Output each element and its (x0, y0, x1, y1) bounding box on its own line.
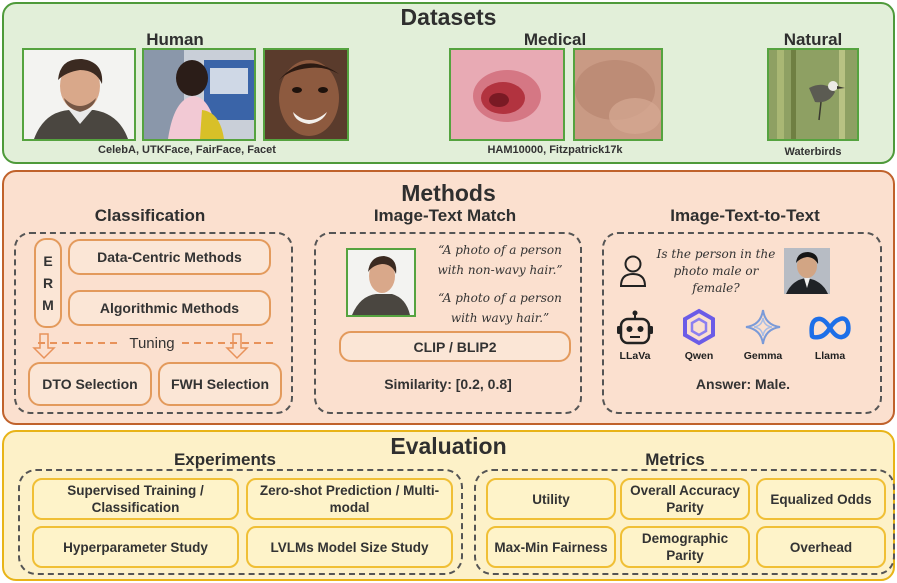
utkface-image (142, 48, 256, 141)
experiments-title: Experiments (173, 450, 277, 469)
user-icon (619, 255, 647, 287)
ham10000-image (449, 48, 565, 141)
metric-equalized-odds: Equalized Odds (756, 478, 886, 520)
human-label: Human (146, 30, 204, 49)
methods-title: Methods (401, 180, 496, 206)
data-centric-methods-box: Data-Centric Methods (68, 239, 271, 275)
tuning-arrows (32, 333, 275, 360)
question-face-image (784, 248, 830, 294)
prompt-wavy: “A photo of a person with wavy hair.” (438, 291, 562, 325)
model-label-llava: LLaVa (619, 350, 651, 362)
experiment-lvlms-model-size-study: LVLMs Model Size Study (246, 526, 453, 568)
image-text-to-text-title: Image-Text-to-Text (670, 206, 820, 225)
erm-letter-e: E (43, 253, 53, 269)
image-text-to-text-panel (602, 232, 882, 414)
image-text-match-title: Image-Text Match (373, 206, 517, 225)
metric-max-min-fairness: Max-Min Fairness (486, 526, 616, 568)
model-label-gemma: Gemma (743, 350, 783, 362)
clip-blip2-box: CLIP / BLIP2 (339, 331, 571, 362)
celeba-face-image (22, 48, 136, 141)
classification-title: Classification (94, 206, 206, 225)
fwh-selection-box: FWH Selection (158, 362, 282, 406)
experiment-hyperparameter-study: Hyperparameter Study (32, 526, 239, 568)
image-text-match-panel (314, 232, 582, 414)
experiments-panel (18, 469, 463, 575)
natural-caption: Waterbirds (784, 146, 842, 158)
human-caption: CelebA, UTKFace, FairFace, Facet (98, 144, 276, 156)
experiment-supervised-training: Supervised Training / Classification (32, 478, 239, 520)
metric-utility: Utility (486, 478, 616, 520)
tuning-label: Tuning (129, 335, 175, 352)
model-label-llama: Llama (814, 350, 846, 362)
dto-selection-box: DTO Selection (28, 362, 152, 406)
medical-label: Medical (523, 30, 587, 49)
question-text: Is the person in the photo male or femal… (656, 247, 776, 295)
fairface-image (263, 48, 349, 141)
erm-letter-r: R (42, 275, 54, 291)
model-label-qwen: Qwen (684, 350, 714, 362)
prompt-non-wavy: “A photo of a person with non-wavy hair.… (437, 243, 563, 277)
answer-text: Answer: Male. (695, 376, 791, 392)
metric-overhead: Overhead (756, 526, 886, 568)
llama-meta-logo-icon (809, 316, 851, 340)
medical-caption: HAM10000, Fitzpatrick17k (487, 144, 623, 156)
classification-panel (14, 232, 293, 414)
similarity-text: Similarity: [0.2, 0.8] (384, 376, 512, 392)
natural-label: Natural (783, 30, 843, 49)
match-face-image (346, 248, 416, 317)
metrics-title: Metrics (645, 450, 705, 469)
gemma-logo-icon (745, 309, 781, 345)
erm-letter-m: M (42, 297, 54, 313)
metric-demographic-parity: Demographic Parity (620, 526, 750, 568)
algorithmic-methods-box: Algorithmic Methods (68, 290, 271, 326)
datasets-title: Datasets (400, 4, 497, 30)
experiment-zero-shot-prediction: Zero-shot Prediction / Multi-modal (246, 478, 453, 520)
qwen-logo-icon (683, 308, 715, 346)
metrics-panel (474, 469, 895, 575)
llava-robot-icon (617, 310, 653, 345)
erm-box: E R M (34, 238, 62, 328)
fitzpatrick17k-image (573, 48, 663, 141)
waterbirds-image (767, 48, 859, 141)
metric-overall-accuracy-parity: Overall Accuracy Parity (620, 478, 750, 520)
evaluation-title: Evaluation (390, 433, 507, 459)
